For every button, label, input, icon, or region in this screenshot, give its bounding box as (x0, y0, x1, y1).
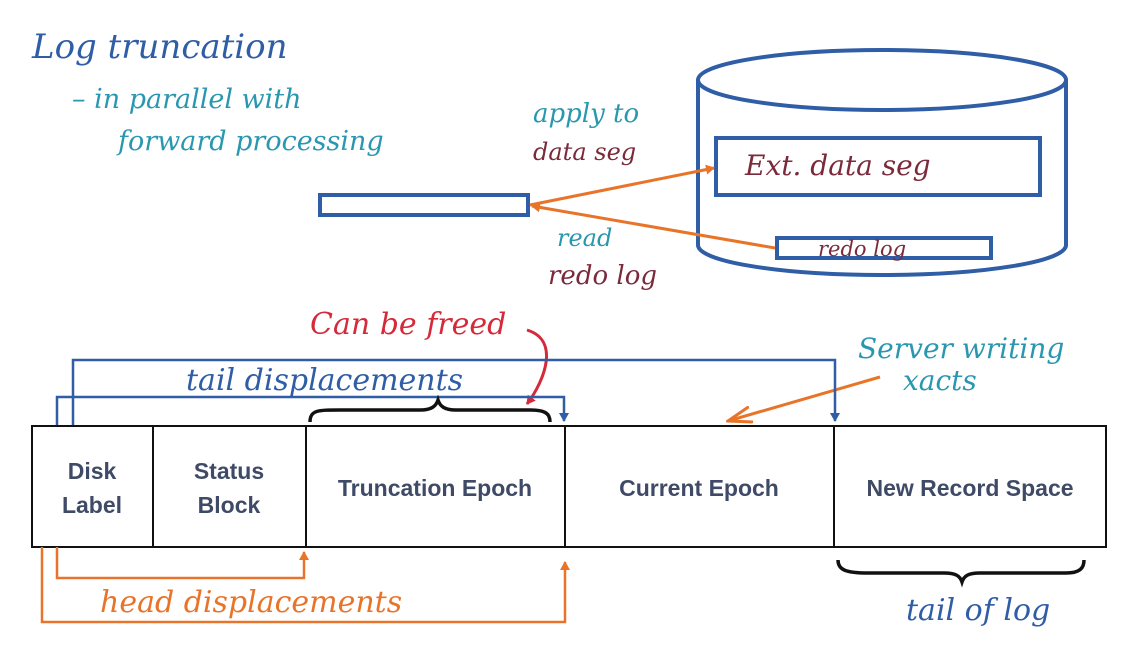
server-note-line1: Server writing (858, 332, 1064, 365)
segment-status-block-line2: Block (198, 492, 261, 518)
truncation-brace (308, 394, 552, 423)
read-arrow (531, 202, 776, 250)
can-be-freed-note: Can be freed (310, 307, 506, 342)
log-row-outline (31, 425, 1107, 548)
apply-arrow (529, 164, 715, 207)
tail-displacement-arrow-current (55, 395, 569, 426)
redo-log-label: redo log (818, 237, 906, 261)
buffer-box (318, 193, 530, 217)
apply-note-line2: data seg (533, 138, 636, 166)
disk-cylinder (696, 48, 1068, 277)
head-displacement-arrow-current (40, 547, 570, 624)
server-note-line2: xacts (903, 364, 977, 397)
segment-disk-label-line1: Disk (68, 458, 117, 484)
tail-displacement-arrow-new (71, 358, 840, 426)
log-segments-row: Disk Label Status Block Truncation Epoch… (31, 425, 1107, 548)
segment-truncation-epoch: Truncation Epoch (338, 475, 532, 501)
data-segment-label: Ext. data seg (744, 149, 931, 182)
segment-status-block-line1: Status (194, 458, 264, 484)
tail-of-log-note: tail of log (906, 593, 1050, 628)
segment-current-epoch: Current Epoch (619, 475, 779, 501)
redo-log-box (775, 236, 993, 260)
subtitle-note-line1: – in parallel with (72, 84, 302, 115)
head-displacements-note: head displacements (100, 585, 402, 620)
title-note: Log truncation (31, 27, 288, 67)
tail-displacements-note: tail displacements (186, 363, 463, 398)
read-note-line1: read (557, 224, 612, 252)
segment-new-record-space: New Record Space (866, 475, 1073, 501)
freed-arrow (525, 328, 548, 405)
apply-note-line1: apply to (533, 99, 639, 129)
server-arrow (728, 375, 881, 421)
head-displacement-arrow-truncation (55, 547, 309, 580)
read-note-line2: redo log (548, 261, 657, 291)
tail-of-log-brace (836, 559, 1086, 588)
data-segment-box (714, 136, 1042, 197)
subtitle-note-line2: forward processing (116, 126, 384, 157)
segment-disk-label-line2: Label (62, 492, 122, 518)
